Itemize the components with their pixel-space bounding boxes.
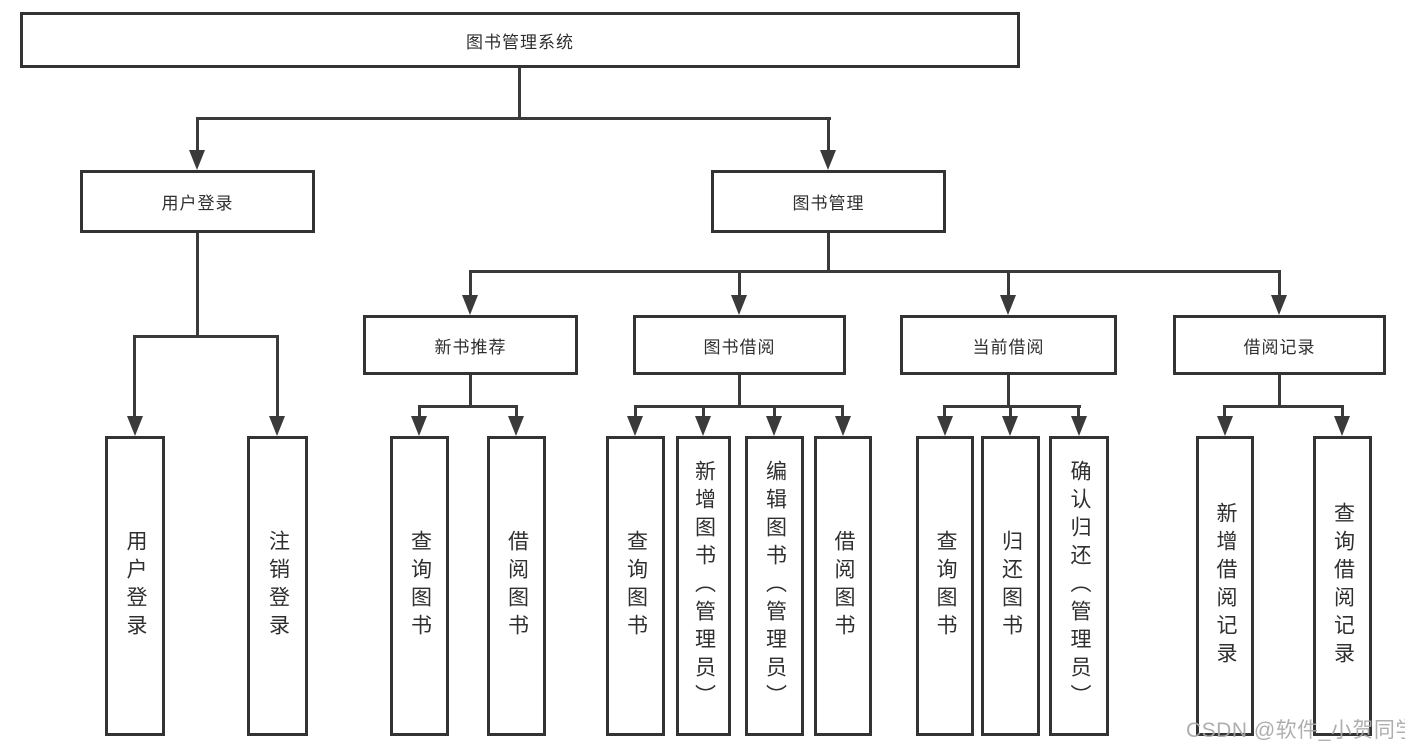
node-label: 用户登录 bbox=[124, 530, 147, 642]
connector-line bbox=[469, 375, 472, 407]
connector-line bbox=[634, 405, 637, 418]
connector-line bbox=[1223, 405, 1344, 408]
connector-line bbox=[773, 405, 776, 418]
connector-line bbox=[196, 117, 199, 153]
arrow-down-icon bbox=[1217, 416, 1233, 436]
connector-line bbox=[196, 233, 199, 336]
node-label: 借阅图书 bbox=[832, 530, 855, 642]
connector-line bbox=[738, 270, 741, 298]
connector-line bbox=[418, 405, 421, 418]
node-label: 确认归还（管理员） bbox=[1068, 460, 1091, 712]
arrow-down-icon bbox=[189, 150, 205, 170]
arrow-down-icon bbox=[1071, 416, 1087, 436]
node-leaf-edit-books-admin: 编辑图书（管理员） bbox=[745, 436, 804, 736]
arrow-down-icon bbox=[1271, 295, 1287, 315]
node-label: 新书推荐 bbox=[434, 337, 507, 357]
node-label: 查询图书 bbox=[408, 530, 432, 642]
connector-line bbox=[1007, 375, 1010, 407]
node-label: 当前借阅 bbox=[972, 337, 1045, 357]
node-label: 新增图书（管理员） bbox=[692, 460, 716, 712]
connector-line bbox=[827, 117, 830, 153]
arrow-down-icon bbox=[1334, 416, 1350, 436]
node-label: 新增借阅记录 bbox=[1214, 502, 1237, 670]
node-label: 注销登录 bbox=[266, 530, 290, 642]
node-leaf-borrow-books-borrowing: 借阅图书 bbox=[814, 436, 872, 736]
arrow-down-icon bbox=[820, 150, 836, 170]
connector-line bbox=[1341, 405, 1344, 418]
arrow-down-icon bbox=[766, 416, 782, 436]
connector-line bbox=[515, 405, 518, 418]
connector-line bbox=[827, 233, 830, 273]
node-label: 查询借阅记录 bbox=[1331, 502, 1355, 670]
node-leaf-user-login: 用户登录 bbox=[105, 436, 165, 736]
arrow-down-icon bbox=[731, 295, 747, 315]
connector-line bbox=[1009, 405, 1012, 418]
connector-line bbox=[196, 117, 831, 120]
node-leaf-query-books-recommend: 查询图书 bbox=[390, 436, 449, 736]
connector-line bbox=[418, 405, 518, 408]
node-leaf-borrow-books-recommend: 借阅图书 bbox=[487, 436, 546, 736]
connector-line bbox=[841, 405, 844, 418]
node-leaf-return-books: 归还图书 bbox=[981, 436, 1040, 736]
node-leaf-query-books-borrowing: 查询图书 bbox=[606, 436, 665, 736]
arrow-down-icon bbox=[937, 416, 953, 436]
arrow-down-icon bbox=[1000, 295, 1016, 315]
connector-line bbox=[943, 405, 1081, 408]
connector-line bbox=[738, 375, 741, 407]
connector-line bbox=[1223, 405, 1226, 418]
node-new-book-recommendation: 新书推荐 bbox=[363, 315, 578, 375]
node-book-borrowing: 图书借阅 bbox=[633, 315, 846, 375]
node-label: 图书管理 bbox=[792, 194, 865, 213]
connector-line bbox=[469, 270, 1281, 273]
node-leaf-confirm-return-admin: 确认归还（管理员） bbox=[1049, 436, 1109, 736]
node-label: 借阅图书 bbox=[505, 530, 529, 642]
arrow-down-icon bbox=[1002, 416, 1018, 436]
connector-line bbox=[943, 405, 946, 418]
arrow-down-icon bbox=[269, 416, 285, 436]
connector-line bbox=[276, 335, 279, 418]
node-label: 图书管理系统 bbox=[466, 32, 574, 52]
arrow-down-icon bbox=[627, 416, 643, 436]
connector-line bbox=[1007, 270, 1010, 298]
node-label: 编辑图书（管理员） bbox=[763, 460, 787, 712]
node-system-root: 图书管理系统 bbox=[20, 12, 1020, 68]
connector-line bbox=[133, 335, 136, 418]
node-label: 用户登录 bbox=[161, 194, 234, 213]
connector-line bbox=[1077, 405, 1080, 418]
node-user-login: 用户登录 bbox=[80, 170, 315, 233]
connector-line bbox=[702, 405, 705, 418]
connector-line bbox=[1278, 270, 1281, 298]
connector-line bbox=[1278, 375, 1281, 407]
connector-line bbox=[133, 335, 279, 338]
node-label: 查询图书 bbox=[624, 530, 648, 642]
node-leaf-query-books-current: 查询图书 bbox=[916, 436, 974, 736]
node-leaf-query-borrow-record: 查询借阅记录 bbox=[1313, 436, 1372, 736]
connector-line bbox=[634, 405, 844, 408]
node-leaf-logout: 注销登录 bbox=[247, 436, 308, 736]
node-book-management: 图书管理 bbox=[711, 170, 946, 233]
node-leaf-add-books-admin: 新增图书（管理员） bbox=[676, 436, 731, 736]
arrow-down-icon bbox=[462, 295, 478, 315]
node-leaf-add-borrow-record: 新增借阅记录 bbox=[1196, 436, 1254, 736]
node-current-borrowing: 当前借阅 bbox=[900, 315, 1117, 375]
node-label: 图书借阅 bbox=[703, 337, 776, 357]
arrow-down-icon bbox=[127, 416, 143, 436]
arrow-down-icon bbox=[508, 416, 524, 436]
arrow-down-icon bbox=[695, 416, 711, 436]
connector-line bbox=[469, 270, 472, 298]
node-label: 借阅记录 bbox=[1243, 337, 1316, 357]
arrow-down-icon bbox=[411, 416, 427, 436]
csdn-watermark: CSDN @软件_小贺同学 bbox=[1186, 719, 1405, 742]
arrow-down-icon bbox=[835, 416, 851, 436]
node-label: 归还图书 bbox=[999, 530, 1023, 642]
node-borrowing-records: 借阅记录 bbox=[1173, 315, 1386, 375]
node-label: 查询图书 bbox=[934, 530, 957, 642]
connector-line bbox=[518, 68, 521, 118]
